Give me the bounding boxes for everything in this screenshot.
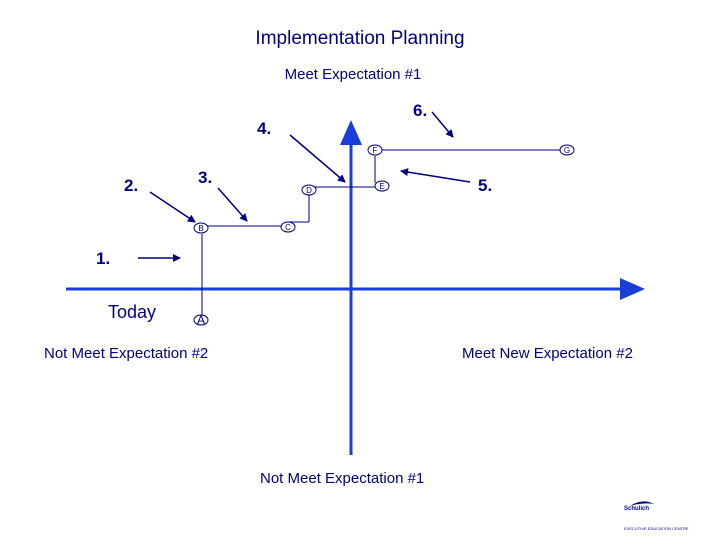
- logo-name: Schulich: [624, 506, 650, 512]
- node-d: D: [301, 184, 317, 196]
- node-f: F: [367, 144, 383, 156]
- horizontal-axis-arrowhead: [620, 278, 645, 300]
- node-g-label: G: [564, 146, 570, 155]
- step-2-label: 2.: [124, 176, 139, 195]
- step-2-arrow: [149, 191, 196, 223]
- schulich-logo: Schulich EXECUTIVE EDUCATION CENTRE: [622, 500, 698, 536]
- node-a-label: A: [197, 313, 205, 327]
- step-1-label: 1.: [96, 249, 111, 268]
- step-3-label: 3.: [198, 168, 213, 187]
- node-b-label: B: [198, 224, 203, 233]
- node-g: G: [559, 144, 575, 156]
- node-c-label: C: [285, 223, 291, 232]
- step-5-arrow: [400, 168, 471, 183]
- page-title: Implementation Planning: [255, 28, 465, 49]
- node-f-label: F: [373, 146, 378, 155]
- step-6-label: 6.: [413, 101, 428, 120]
- node-b: B: [193, 222, 209, 234]
- step-6-arrow: [431, 111, 454, 138]
- step-3-arrow: [217, 187, 248, 222]
- node-c: C: [280, 221, 296, 233]
- path-lines: [201, 149, 560, 315]
- node-e-label: E: [379, 182, 384, 191]
- logo-tagline: EXECUTIVE EDUCATION CENTRE: [624, 526, 689, 531]
- vertical-axis-arrowhead: [340, 120, 362, 145]
- node-e: E: [374, 180, 390, 192]
- quadrant-label-right: Meet New Expectation #2: [462, 345, 633, 362]
- node-a: A: [193, 313, 209, 327]
- quadrant-label-top: Meet Expectation #1: [284, 66, 422, 83]
- today-label: Today: [108, 302, 157, 322]
- step-4-label: 4.: [257, 119, 272, 138]
- node-d-label: D: [306, 186, 312, 195]
- quadrant-label-left: Not Meet Expectation #2: [44, 345, 209, 362]
- step-4-arrow: [289, 134, 346, 183]
- logo-mark-icon: [630, 501, 654, 506]
- step-5-label: 5.: [478, 176, 493, 195]
- quadrant-label-bottom: Not Meet Expectation #1: [260, 470, 425, 487]
